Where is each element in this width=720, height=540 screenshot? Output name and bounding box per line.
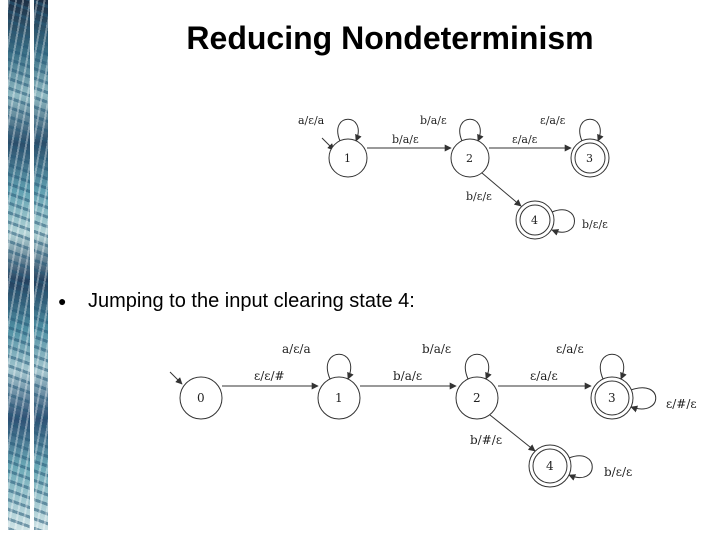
d2-loop-1 <box>327 354 350 379</box>
d1-state-3-label: 3 <box>586 152 593 165</box>
d2-label-loop4: b/ε/ε <box>604 465 632 479</box>
d2-state-1-label: 1 <box>335 391 343 405</box>
d2-label-e12: b/a/ε <box>393 369 422 383</box>
d2-label-loop3-right: ε/#/ε <box>666 397 697 411</box>
d2-label-e23: ε/a/ε <box>530 369 558 383</box>
diagram-top <box>322 119 609 239</box>
d2-state-2-label: 2 <box>473 391 481 405</box>
d2-start-arrow <box>170 372 182 384</box>
d1-state-1-label: 1 <box>344 152 351 165</box>
d2-loop-3-right <box>631 388 656 409</box>
d1-state-2-label: 2 <box>466 152 473 165</box>
d1-loop-3 <box>580 119 601 141</box>
d1-loop-2 <box>460 119 481 141</box>
d2-label-e01: ε/ε/# <box>254 369 285 383</box>
d2-label-loop2: b/a/ε <box>422 342 451 356</box>
d1-label-e24: b/ε/ε <box>466 190 492 203</box>
d1-label-loop2: b/a/ε <box>420 114 447 127</box>
d1-label-loop3: ε/a/ε <box>540 114 566 127</box>
d2-state-0-label: 0 <box>197 391 205 405</box>
d2-label-loop3-top: ε/a/ε <box>556 342 584 356</box>
d2-loop-3-top <box>600 354 623 379</box>
d2-label-loop1: a/ε/a <box>282 342 311 356</box>
d1-label-loop4: b/ε/ε <box>582 218 608 231</box>
d2-state-4-label: 4 <box>546 459 554 473</box>
d1-label-loop1: a/ε/a <box>298 114 325 127</box>
d1-state-4-label: 4 <box>531 214 538 227</box>
d1-label-e23: ε/a/ε <box>512 133 538 146</box>
d1-loop-1 <box>338 119 359 141</box>
d2-loop-2 <box>465 354 488 379</box>
d1-loop-4 <box>552 210 575 232</box>
d1-label-e12: b/a/ε <box>392 133 419 146</box>
d2-state-labels: 0 1 2 3 4 <box>197 391 616 473</box>
d2-label-e24: b/#/ε <box>470 433 502 447</box>
d2-loop-4 <box>569 456 592 478</box>
d2-state-3-label: 3 <box>608 391 616 405</box>
